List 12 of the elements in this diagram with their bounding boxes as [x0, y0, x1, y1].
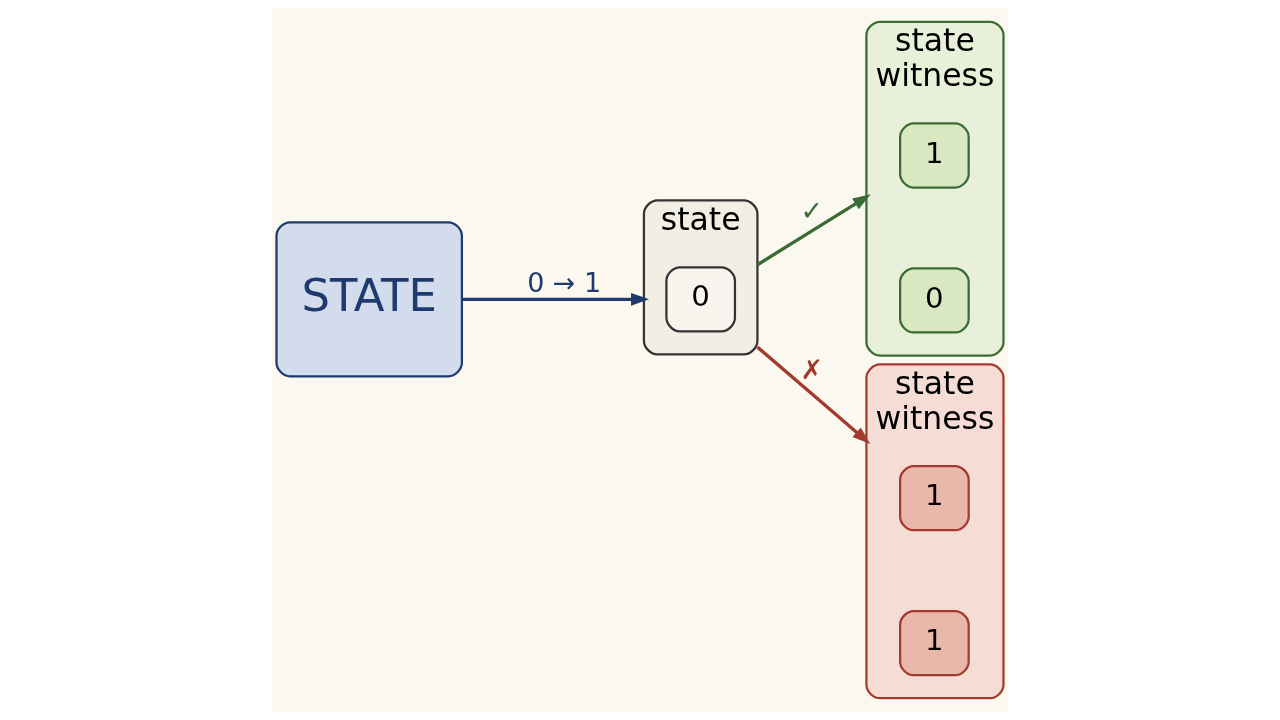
node-box: STATE — [275, 221, 464, 378]
node-box: 0 — [665, 266, 737, 333]
node-box: 0 — [899, 267, 970, 334]
node-box: 1 — [899, 465, 970, 532]
arrow — [462, 293, 650, 306]
edge-label: ✗ — [800, 354, 824, 386]
arrow — [756, 194, 871, 267]
node-box: 1 — [899, 610, 970, 677]
edge-label: 0 → 1 — [527, 266, 602, 298]
node-box: 1 — [899, 122, 970, 189]
arrow — [756, 345, 871, 445]
edge-label: ✓ — [800, 194, 824, 226]
